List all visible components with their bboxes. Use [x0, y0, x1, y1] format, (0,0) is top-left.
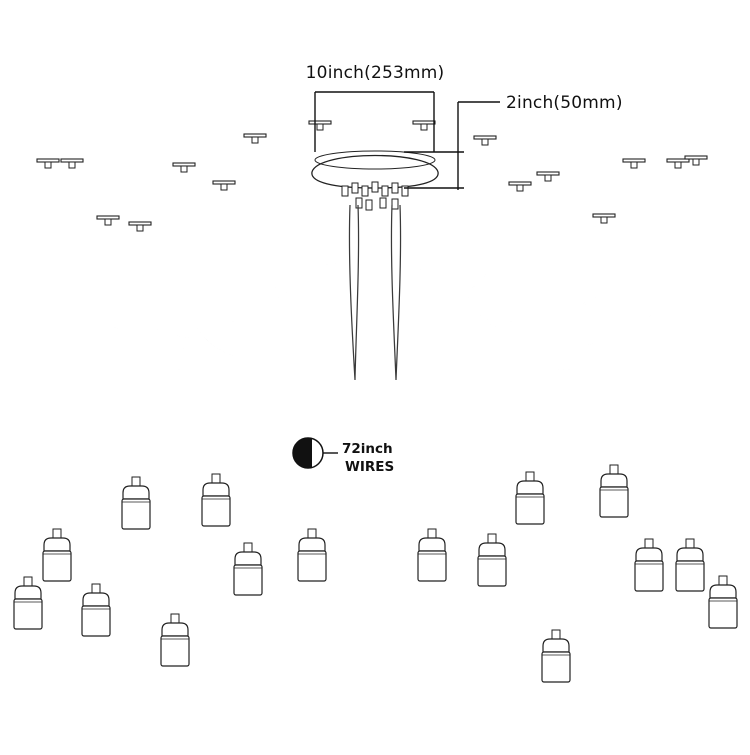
- lamp-socket: [233, 542, 263, 596]
- pendant-wire: [134, 204, 360, 485]
- lamp-sockets: [13, 464, 738, 683]
- pendant-wire: [394, 168, 651, 547]
- ceiling-hook: [536, 171, 560, 182]
- ceiling-hook: [412, 120, 436, 131]
- canopy-width-dimension: 10inch(253mm): [306, 63, 445, 152]
- pendant-wire: [402, 168, 692, 547]
- lamp-socket: [634, 538, 664, 592]
- lamp-socket: [417, 528, 447, 582]
- pendant-wire: [400, 145, 494, 542]
- pendant-wire: [26, 168, 346, 585]
- ceiling-hook: [96, 215, 120, 226]
- pendant-wire: [246, 143, 350, 551]
- wire-length-callout: 72inch WIRES: [292, 437, 394, 475]
- wire-length-label: 72inch: [342, 441, 393, 457]
- pendant-wire: [214, 190, 362, 482]
- ceiling-hook: [308, 120, 332, 131]
- lamp-socket: [121, 476, 151, 530]
- canopy-width-label: 10inch(253mm): [306, 63, 445, 83]
- ceiling-hook: [36, 158, 60, 169]
- lamp-socket: [708, 575, 738, 629]
- lamp-socket: [675, 538, 705, 592]
- ceiling-hook: [243, 133, 267, 144]
- ceiling-hooks: [36, 120, 708, 232]
- ceiling-hook: [212, 180, 236, 191]
- canopy-height-label: 2inch(50mm): [506, 93, 623, 113]
- lamp-socket: [160, 613, 190, 667]
- pendant-wire: [396, 130, 441, 537]
- lamp-socket: [201, 473, 231, 527]
- ceiling-hook: [473, 135, 497, 146]
- ceiling-hook: [592, 213, 616, 224]
- lamp-socket: [477, 533, 507, 587]
- pendant-wire: [384, 204, 616, 473]
- canopy-height-dimension: 2inch(50mm): [404, 93, 623, 190]
- wire-group: [26, 130, 725, 638]
- lamp-socket: [599, 464, 629, 518]
- pendant-wire: [388, 191, 532, 480]
- lamp-socket: [42, 528, 72, 582]
- lamp-socket: [297, 528, 327, 582]
- ceiling-canopy: [311, 150, 439, 381]
- pendant-wire: [392, 181, 558, 638]
- canopy-wire-sockets: [341, 181, 409, 211]
- ceiling-hook: [60, 158, 84, 169]
- ceiling-hook: [128, 221, 152, 232]
- ceiling-hook: [172, 162, 196, 173]
- lamp-socket: [515, 471, 545, 525]
- ceiling-hook: [684, 155, 708, 166]
- lamp-socket: [13, 576, 43, 630]
- pendant-wire: [303, 130, 348, 537]
- pendant-wire: [406, 165, 725, 584]
- wire-type-label: WIRES: [345, 459, 394, 475]
- pendant-wire: [173, 172, 354, 622]
- lamp-socket: [81, 583, 111, 637]
- ceiling-hook: [622, 158, 646, 169]
- ceiling-hook: [508, 181, 532, 192]
- lamp-socket: [541, 629, 571, 683]
- ceiling-hook: [666, 158, 690, 169]
